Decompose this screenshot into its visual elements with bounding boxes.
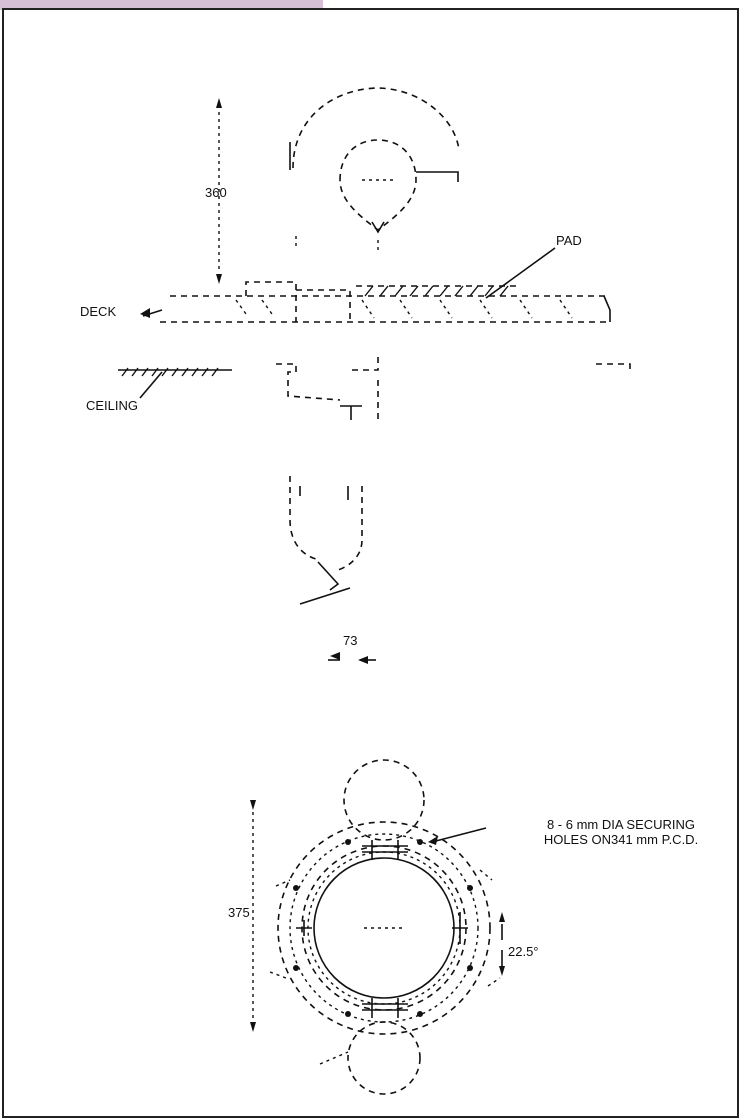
pad-hatching: [364, 285, 509, 297]
drawing-frame: [2, 8, 739, 1118]
angle-arrow-top: [499, 912, 505, 922]
title-tab-strip: [0, 0, 323, 10]
ball-tip: [371, 221, 385, 234]
pipe-tee: [340, 405, 362, 420]
dim-73-label: 73: [343, 633, 358, 648]
hole-4: [467, 965, 473, 971]
dim-375-arrow-bottom: [250, 1022, 256, 1032]
ceiling-leader: [139, 371, 163, 399]
collar: [245, 281, 351, 322]
deck-plate-right-end: [603, 295, 611, 322]
dim-375-arrow-top: [250, 800, 256, 810]
lower-cup-tip: [299, 561, 351, 605]
outer-ring: [277, 821, 491, 1035]
dim-360-label: 360: [205, 185, 227, 200]
lower-lobe: [347, 1021, 421, 1095]
angle-arrow-bottom: [499, 966, 505, 976]
holes-leader: [431, 827, 487, 843]
inner-ring-1: [301, 845, 467, 1011]
ceiling-right-piece: [596, 363, 631, 372]
hole-3: [467, 885, 473, 891]
plan-view: [250, 759, 505, 1095]
below-deck-pipe: [276, 352, 379, 424]
angle-label: 22.5°: [508, 944, 539, 959]
hole-7: [293, 965, 299, 971]
dim-360-arrow-bottom: [216, 274, 222, 284]
dim-375-label: 375: [228, 905, 250, 920]
hole-6: [345, 1011, 351, 1017]
right-tick: [452, 912, 468, 944]
inner-ball: [339, 139, 417, 232]
securing-holes-line-1: 8 - 6 mm DIA SECURING: [546, 817, 696, 832]
outer-dashes: [269, 869, 501, 1065]
deck-hatching: [235, 299, 573, 319]
left-tick: [296, 920, 312, 936]
deck-label: DECK: [80, 304, 117, 319]
hole-2: [417, 839, 423, 845]
ceiling-label: CEILING: [86, 398, 139, 413]
ceiling-hatching: [118, 367, 232, 377]
hole-1: [345, 839, 351, 845]
side-view: [118, 87, 631, 664]
securing-holes-line-2: HOLES ON341 mm P.C.D.: [543, 831, 699, 847]
hole-8: [293, 885, 299, 891]
upper-lobe: [343, 759, 425, 841]
deck-pointer-head: [140, 308, 150, 318]
stem-arm: [416, 171, 459, 182]
lower-cup: [289, 476, 363, 571]
hood-arc: [292, 87, 460, 169]
dim-360-arrow-top: [216, 98, 222, 108]
pad-label: PAD: [556, 233, 582, 248]
dim-73-left-arrow: [330, 652, 340, 660]
inner-ring-2: [307, 851, 461, 1005]
bottom-bridge: [362, 998, 408, 1018]
top-bridge: [362, 840, 408, 860]
lower-cup-inner: [299, 486, 349, 500]
hole-5: [417, 1011, 423, 1017]
pad-leader: [485, 247, 556, 299]
pcd-ring: [289, 833, 479, 1023]
holes-leader-head: [428, 836, 438, 845]
securing-holes-label: 8 - 6 mm DIA SECURING HOLES ON341 mm P.C…: [506, 817, 736, 848]
bore: [313, 857, 455, 999]
